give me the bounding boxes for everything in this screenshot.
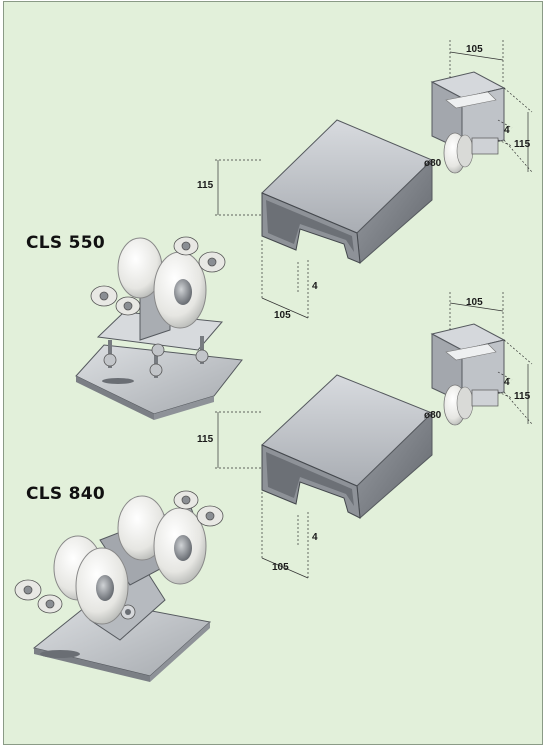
end-cap-840 (430, 323, 506, 426)
model-label-cls-550: CLS 550 (26, 233, 106, 253)
end-cap-height-dim-550: 115 (514, 139, 531, 150)
end-cap-lip-dim-550: 4 (504, 125, 510, 136)
end-cap-width-dim-550: 105 (466, 44, 483, 55)
rail-width-dim-840: 105 (272, 562, 289, 573)
cls-840-assembly: 115 105 4 105 115 4 ø80 (14, 292, 533, 682)
end-cap-dimensions-550 (449, 40, 533, 173)
rail-lip-dim-840: 4 (312, 532, 318, 543)
model-label-cls-840: CLS 840 (26, 484, 106, 504)
trolley-550 (75, 236, 243, 420)
end-cap-width-dim-840: 105 (466, 297, 483, 308)
end-cap-dimensions-840 (449, 292, 533, 425)
panel-border (3, 1, 543, 745)
trolley-840 (14, 490, 224, 682)
rail-height-dim-550: 115 (197, 180, 214, 191)
end-cap-lip-dim-840: 4 (504, 377, 510, 388)
cls-550-assembly: 115 105 4 105 115 4 ø80 (75, 40, 533, 420)
rail-lip-dim-550: 4 (312, 281, 318, 292)
rail-width-dim-550: 105 (274, 310, 291, 321)
end-cap-wheel-dim-840: ø80 (424, 410, 442, 421)
rail-profile-550 (261, 119, 433, 265)
end-cap-wheel-dim-550: ø80 (424, 158, 442, 169)
end-cap-height-dim-840: 115 (514, 391, 531, 402)
rail-height-dim-840: 115 (197, 434, 214, 445)
end-cap-550 (430, 71, 506, 174)
rail-profile-840 (261, 374, 433, 520)
rail-dimensions-550 (215, 159, 309, 320)
rail-dimensions-840 (215, 411, 309, 580)
